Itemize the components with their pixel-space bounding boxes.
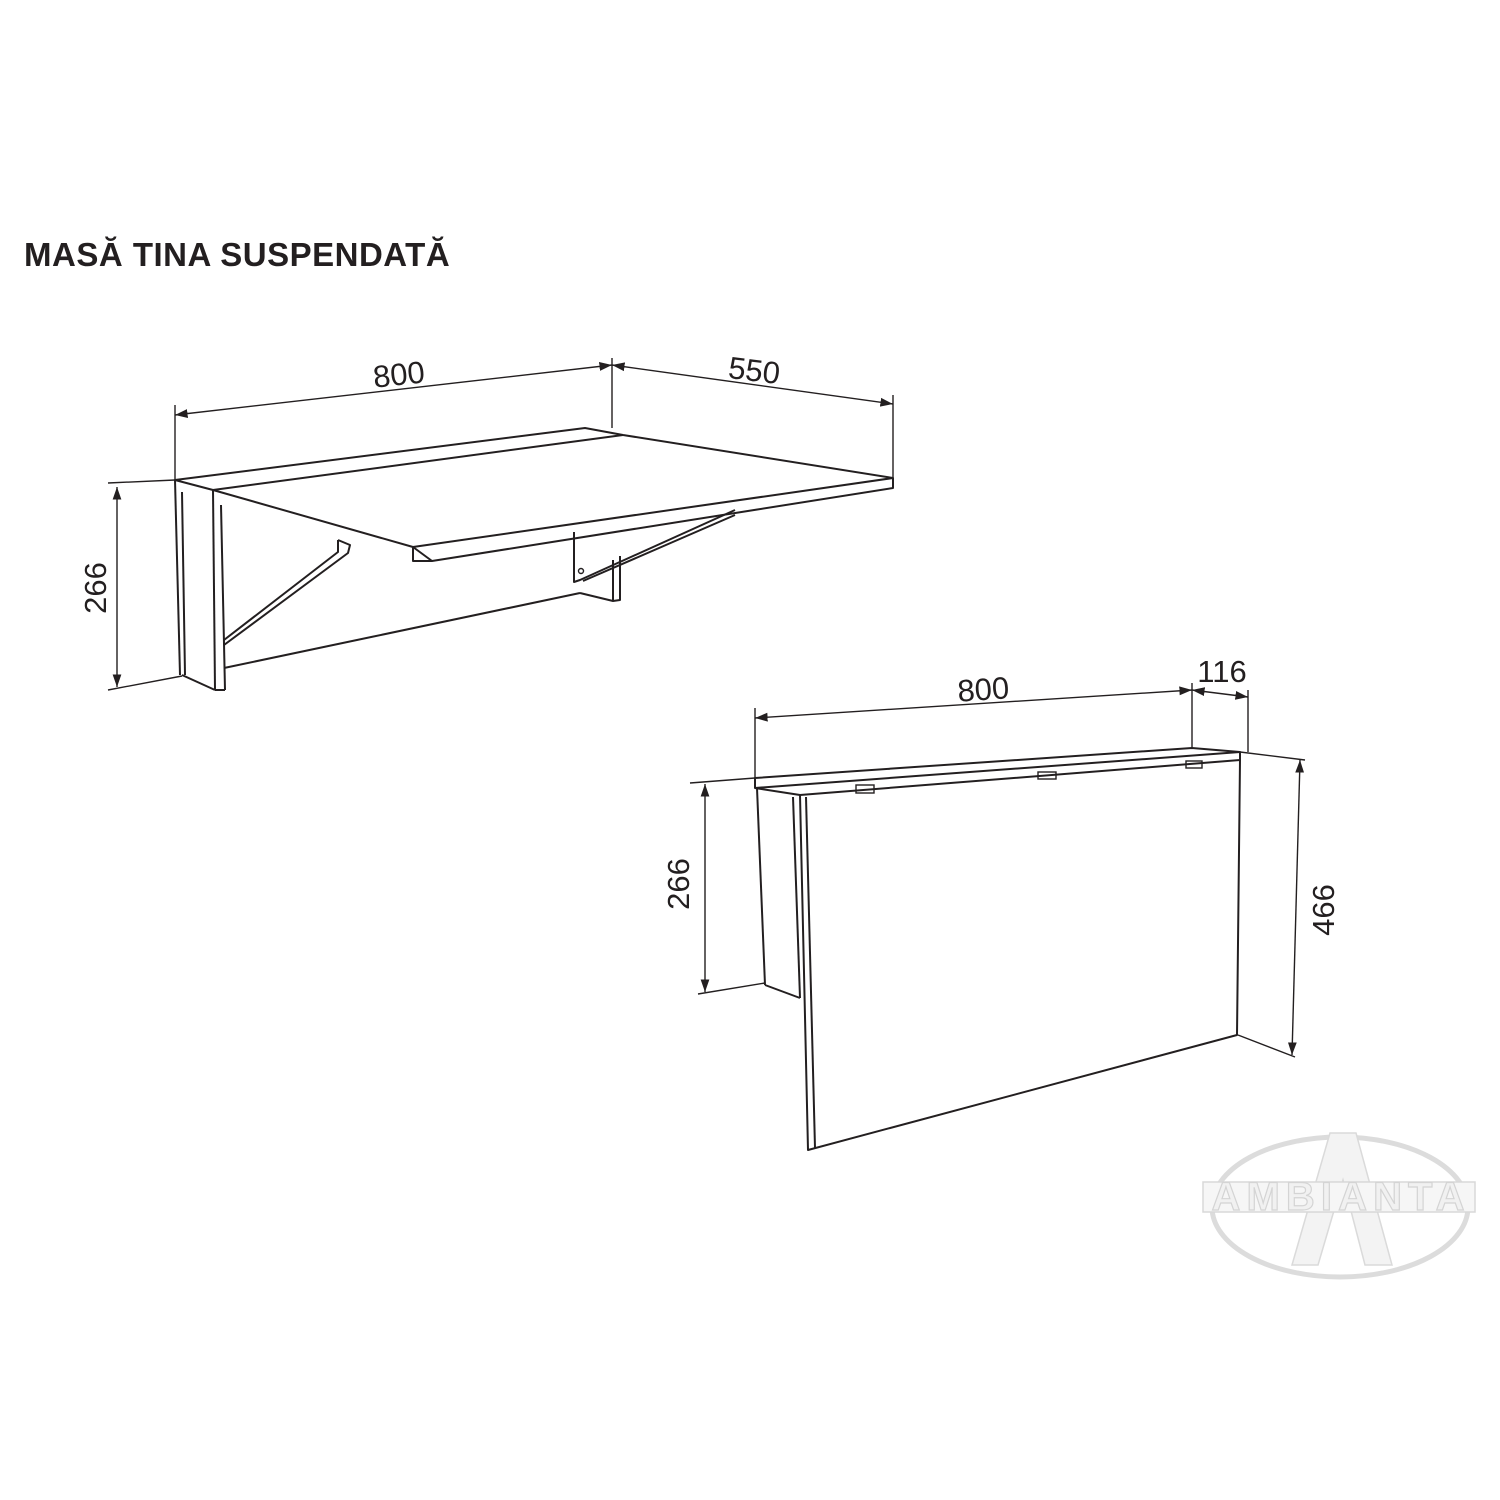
folded-total-height-label: 466 xyxy=(1306,884,1341,936)
open-table-view: 800 550 266 xyxy=(78,350,894,691)
drawing-title: MASĂ TINA SUSPENDATĂ xyxy=(24,236,451,273)
open-height-label: 266 xyxy=(78,562,113,614)
ambianta-logo: AMBIANTA xyxy=(1202,1132,1476,1280)
hinge-icon xyxy=(1037,771,1057,780)
dimension-lines-folded xyxy=(689,683,1306,1058)
folded-outline xyxy=(754,747,1241,1151)
hinge-icon xyxy=(855,784,875,794)
folded-depth-label: 116 xyxy=(1197,654,1246,689)
open-depth-label: 550 xyxy=(726,350,782,391)
hinge-icons xyxy=(855,760,1203,794)
folded-table-view: 800 116 266 466 xyxy=(661,654,1341,1151)
folded-width-label: 800 xyxy=(956,670,1010,709)
screw-icon xyxy=(577,567,585,575)
dimension-lines-open xyxy=(107,358,894,691)
folded-height-label: 266 xyxy=(661,858,696,910)
table-outline xyxy=(174,427,894,691)
logo-text: AMBIANTA xyxy=(1212,1175,1467,1219)
open-width-label: 800 xyxy=(371,354,426,394)
hinge-icon xyxy=(1185,760,1203,769)
